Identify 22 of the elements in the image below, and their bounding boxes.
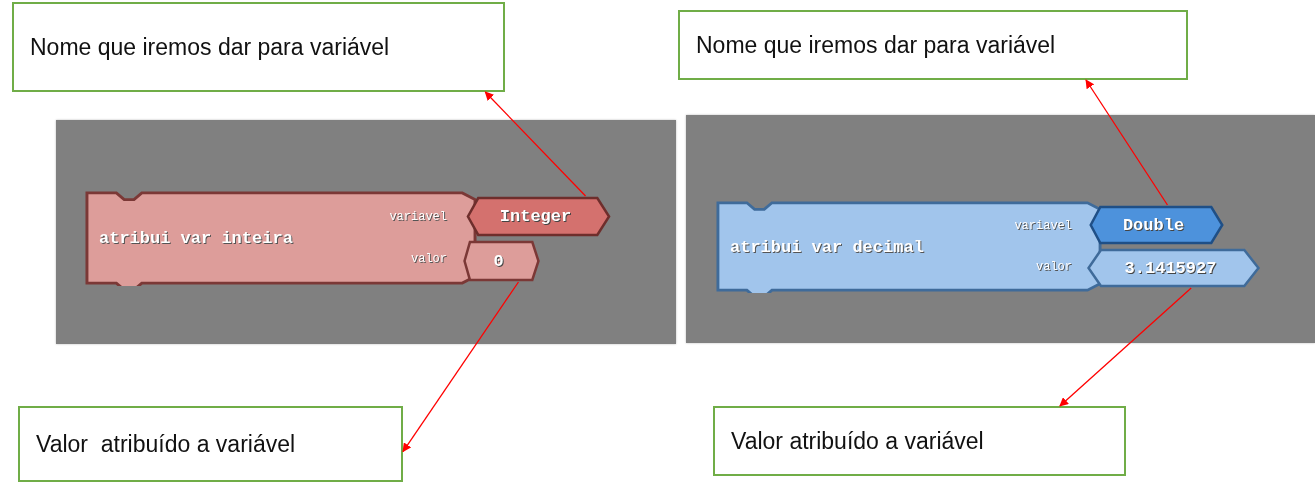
arrow xyxy=(1085,79,1169,206)
block-title: atribui var decimal xyxy=(730,237,924,256)
code-block xyxy=(716,200,1102,293)
editor-panel xyxy=(56,120,676,344)
code-block xyxy=(85,190,477,286)
value-block: 3.1415927 xyxy=(1085,248,1262,288)
arrow xyxy=(402,281,520,453)
input-label: valor xyxy=(1036,260,1072,273)
input-label: valor xyxy=(411,253,447,265)
editor-panel xyxy=(686,115,1315,343)
input-label: variavel xyxy=(1014,220,1072,233)
value-block: Integer xyxy=(465,196,612,237)
callout-box: Nome que iremos dar para variável xyxy=(12,2,505,92)
callout-box: Valor atribuído a variável xyxy=(713,406,1126,476)
callout-box: Nome que iremos dar para variável xyxy=(678,10,1188,80)
input-label: variavel xyxy=(389,211,447,223)
block-title: atribui var inteira xyxy=(99,228,293,248)
arrow xyxy=(1059,287,1192,407)
value-block: Double xyxy=(1088,205,1225,245)
arrow xyxy=(484,91,587,197)
callout-box: Valor atribuído a variável xyxy=(18,406,403,482)
value-block: 0 xyxy=(463,240,540,282)
